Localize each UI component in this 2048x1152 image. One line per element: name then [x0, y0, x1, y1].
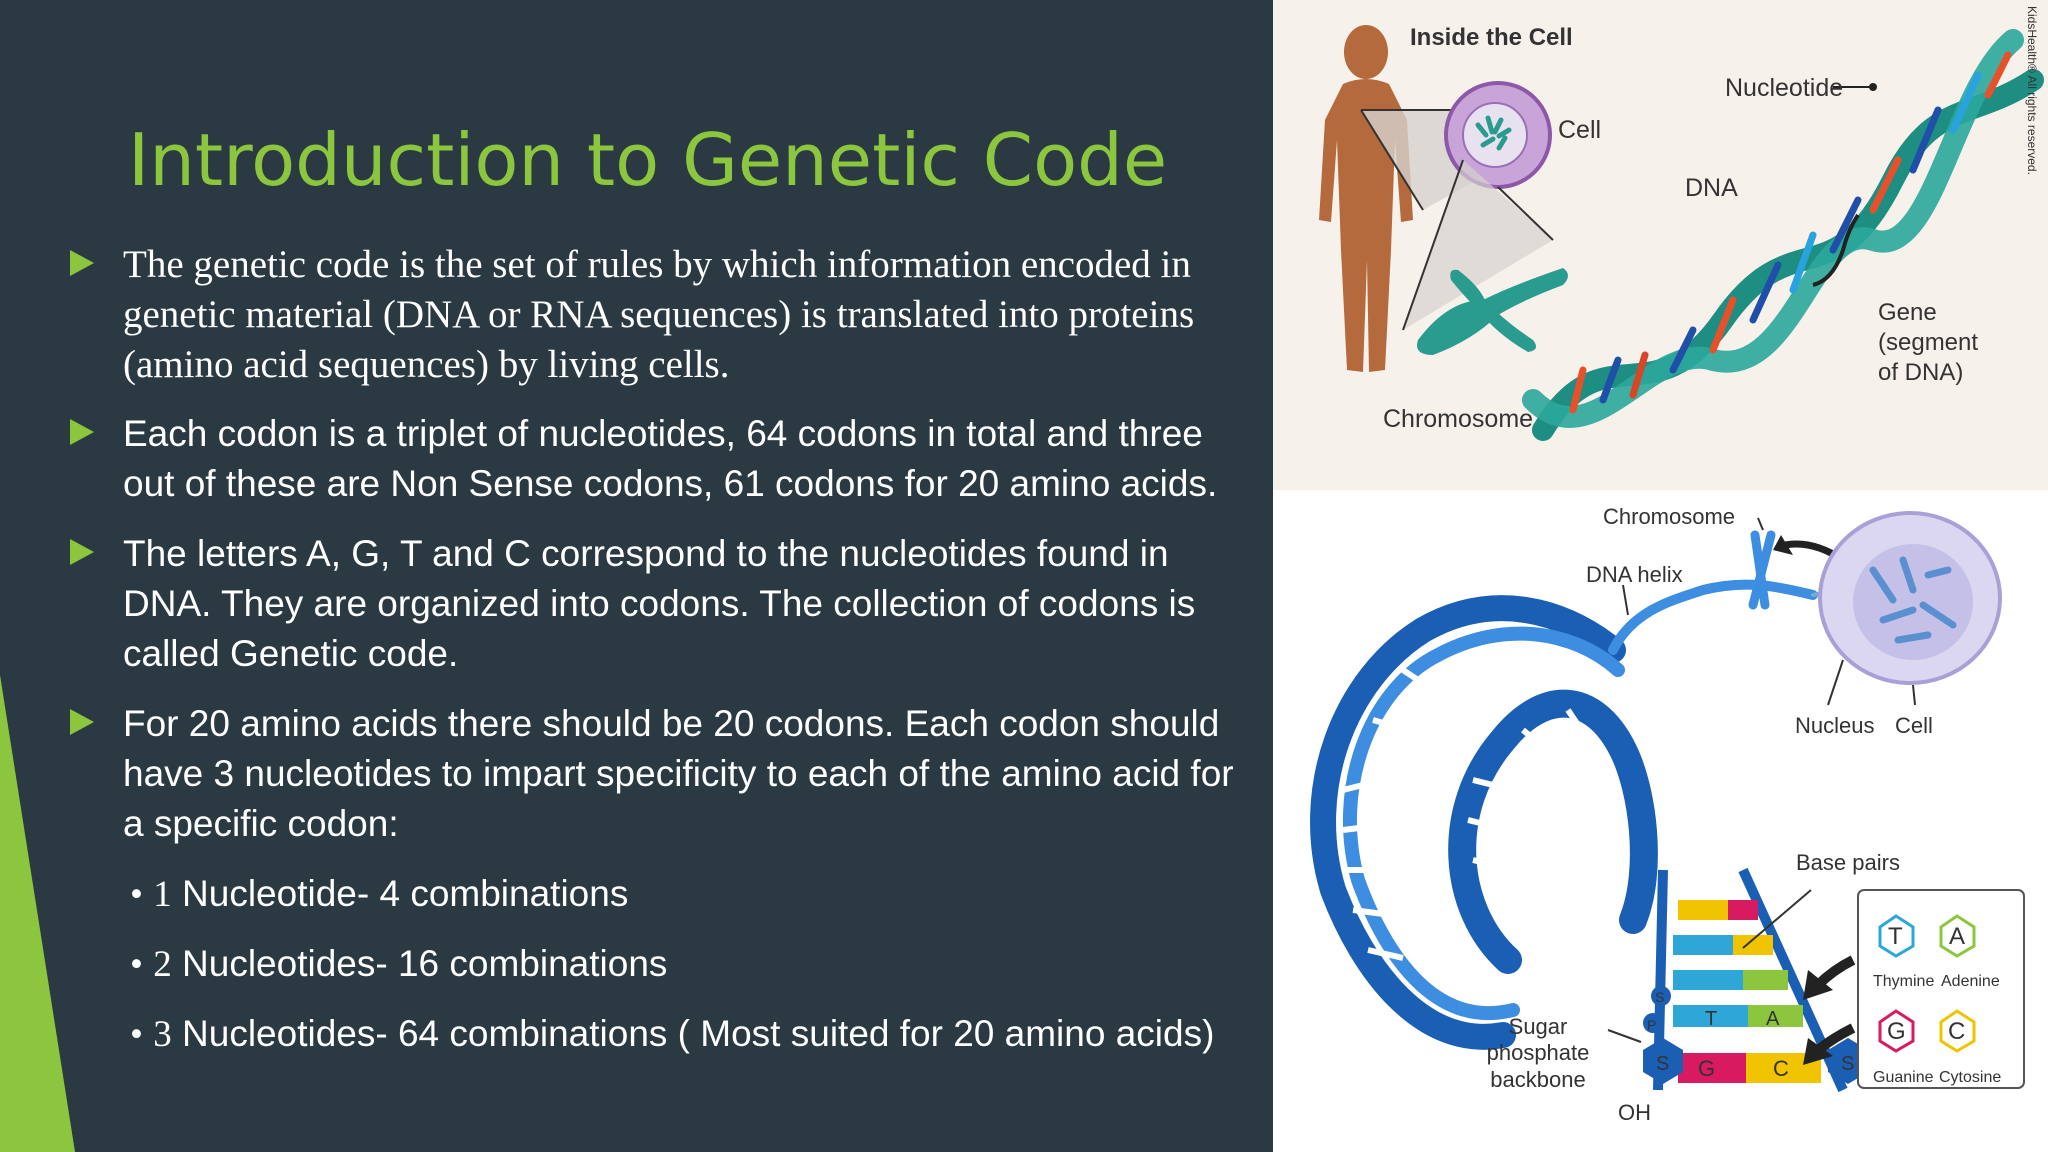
- cytosine-label: Cytosine: [1939, 1069, 2001, 1086]
- sub-bullet-2: • 2 Nucleotides- 16 combinations: [130, 939, 667, 990]
- gene-label-line2: (segment: [1878, 329, 1978, 356]
- key-g-letter: G: [1887, 1018, 1906, 1045]
- sub-bullet-text: Nucleotides- 64 combinations ( Most suit…: [182, 1013, 1215, 1054]
- dna-helix-loop-icon: [1310, 579, 1885, 1050]
- key-c-letter: C: [1948, 1018, 1965, 1045]
- chromosome-label: Chromosome: [1603, 504, 1735, 529]
- sub-bullet-marker: •: [130, 874, 143, 915]
- sub-bullet-text: Nucleotide- 4 combinations: [182, 873, 629, 914]
- thymine-label: Thymine: [1873, 973, 1934, 990]
- nucleotide-label: Nucleotide: [1725, 74, 1843, 102]
- cell-icon: [1444, 81, 1552, 189]
- chromosome-icon: [1417, 268, 1568, 355]
- base-pair-ladder: T A G C S S P S: [1643, 867, 1868, 1093]
- sub-bullet-number: 3: [153, 1014, 172, 1055]
- bullet-4: For 20 amino acids there should be 20 co…: [123, 703, 1234, 844]
- ladder-s-left: S: [1656, 1053, 1669, 1075]
- key-t-letter: T: [1888, 923, 1903, 950]
- text-panel: Introduction to Genetic Code The genetic…: [0, 0, 1273, 1152]
- sugar-label-line3: backbone: [1490, 1067, 1585, 1092]
- sub-bullet-text: Nucleotides- 16 combinations: [182, 943, 668, 984]
- sugar-label-line1: Sugar: [1509, 1014, 1568, 1039]
- dna-helix-icon: [1522, 29, 2044, 441]
- key-a-letter: A: [1949, 923, 1965, 950]
- chromosome-label: Chromosome: [1383, 405, 1533, 433]
- sugar-label-line2: phosphate: [1487, 1040, 1590, 1065]
- slide-title: Introduction to Genetic Code: [128, 118, 1168, 202]
- bullet-arrow-icon: [70, 250, 94, 276]
- base-key-box: [1857, 889, 2025, 1089]
- base-pairs-label: Base pairs: [1796, 850, 1900, 875]
- cell-label: Cell: [1895, 713, 1933, 738]
- sub-bullet-number: 2: [153, 944, 172, 985]
- bullet-1: The genetic code is the set of rules by …: [123, 243, 1195, 386]
- bullet-arrow-icon: [70, 539, 94, 565]
- ladder-t-letter: T: [1705, 1008, 1717, 1030]
- gene-label-line1: Gene: [1878, 299, 1937, 326]
- nucleus-cell-icon: [1818, 511, 2002, 685]
- credit-text: KidsHealth® All rights reserved.: [2025, 6, 2039, 175]
- ladder-c-letter: C: [1773, 1056, 1789, 1081]
- ladder-s-right: S: [1841, 1053, 1854, 1075]
- ladder-g-letter: G: [1698, 1056, 1715, 1081]
- figure-title: Inside the Cell: [1410, 24, 1573, 51]
- sub-bullet-3: • 3 Nucleotides- 64 combinations ( Most …: [130, 1009, 1214, 1060]
- inside-the-cell-figure: Inside the Cell Cell Nucleotide DNA Gene…: [1273, 0, 2048, 490]
- ladder-p-letter: P: [1647, 1017, 1656, 1033]
- oh-label: OH: [1618, 1100, 1651, 1125]
- sub-bullet-number: 1: [153, 874, 172, 915]
- guanine-label: Guanine: [1873, 1069, 1934, 1086]
- accent-stripe: [0, 675, 75, 1152]
- dna-structure-figure: T A G C S S P S T A G C Thymine Aden: [1273, 490, 2048, 1152]
- dna-label: DNA: [1685, 174, 1738, 202]
- sub-bullet-marker: •: [130, 944, 143, 985]
- ladder-a-letter: A: [1766, 1008, 1780, 1030]
- small-chromosome-icon: [1748, 530, 1776, 610]
- cell-label: Cell: [1558, 116, 1601, 144]
- dna-helix-label: DNA helix: [1586, 562, 1683, 587]
- adenine-label: Adenine: [1941, 973, 2000, 990]
- gene-label-line3: of DNA): [1878, 359, 1963, 386]
- bullet-2: Each codon is a triplet of nucleotides, …: [123, 413, 1218, 504]
- bullet-arrow-icon: [70, 419, 94, 445]
- bullet-3: The letters A, G, T and C correspond to …: [123, 533, 1196, 674]
- sub-bullet-marker: •: [130, 1014, 143, 1055]
- ladder-s-small: S: [1655, 989, 1664, 1005]
- bullet-arrow-icon: [70, 709, 94, 735]
- sub-bullet-1: • 1 Nucleotide- 4 combinations: [130, 869, 628, 920]
- nucleus-label: Nucleus: [1795, 713, 1874, 738]
